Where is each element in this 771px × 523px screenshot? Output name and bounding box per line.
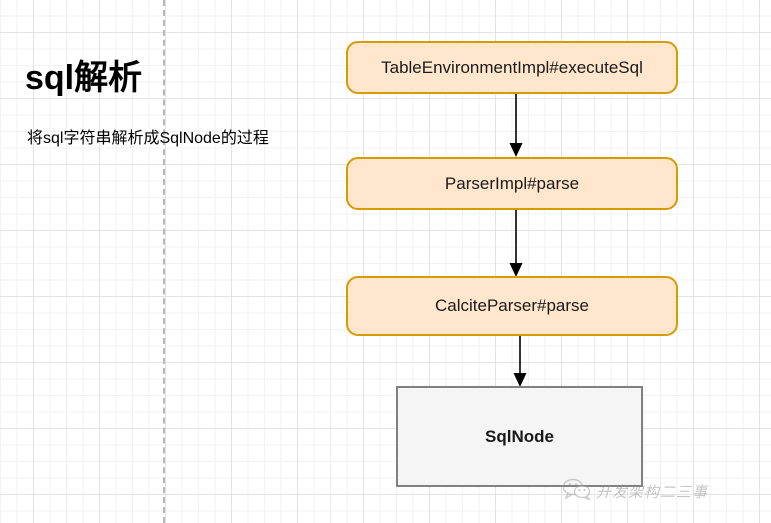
node-label: TableEnvironmentImpl#executeSql bbox=[381, 57, 643, 77]
node-table-environment-impl-execute-sql[interactable]: TableEnvironmentImpl#executeSql bbox=[346, 41, 678, 94]
node-parser-impl-parse[interactable]: ParserImpl#parse bbox=[346, 157, 678, 210]
node-label: CalciteParser#parse bbox=[434, 296, 589, 315]
page-subtitle: 将sql字符串解析成SqlNode的过程 bbox=[27, 130, 269, 147]
page-title: sql解析 bbox=[25, 59, 143, 97]
node-sql-node[interactable]: SqlNode bbox=[396, 386, 643, 487]
node-label: SqlNode bbox=[485, 426, 554, 446]
page-break-divider bbox=[163, 0, 165, 523]
edge-n3-to-n4 bbox=[508, 336, 532, 388]
node-label: ParserImpl#parse bbox=[444, 173, 580, 193]
node-calcite-parser-parse[interactable]: CalciteParser#parse bbox=[346, 276, 678, 336]
edge-n1-to-n2 bbox=[504, 94, 528, 158]
edge-n2-to-n3 bbox=[504, 210, 528, 278]
